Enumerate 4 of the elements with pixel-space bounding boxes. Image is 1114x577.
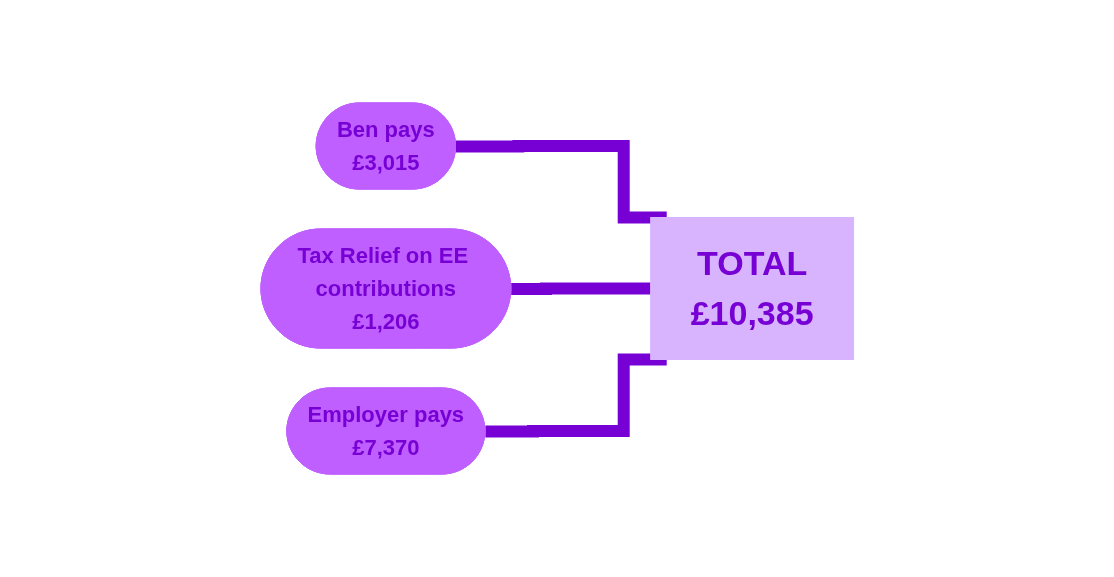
connector <box>485 353 667 438</box>
node-box: TOTAL £10,385 <box>649 217 854 360</box>
connector <box>455 140 667 224</box>
connector <box>510 282 651 295</box>
